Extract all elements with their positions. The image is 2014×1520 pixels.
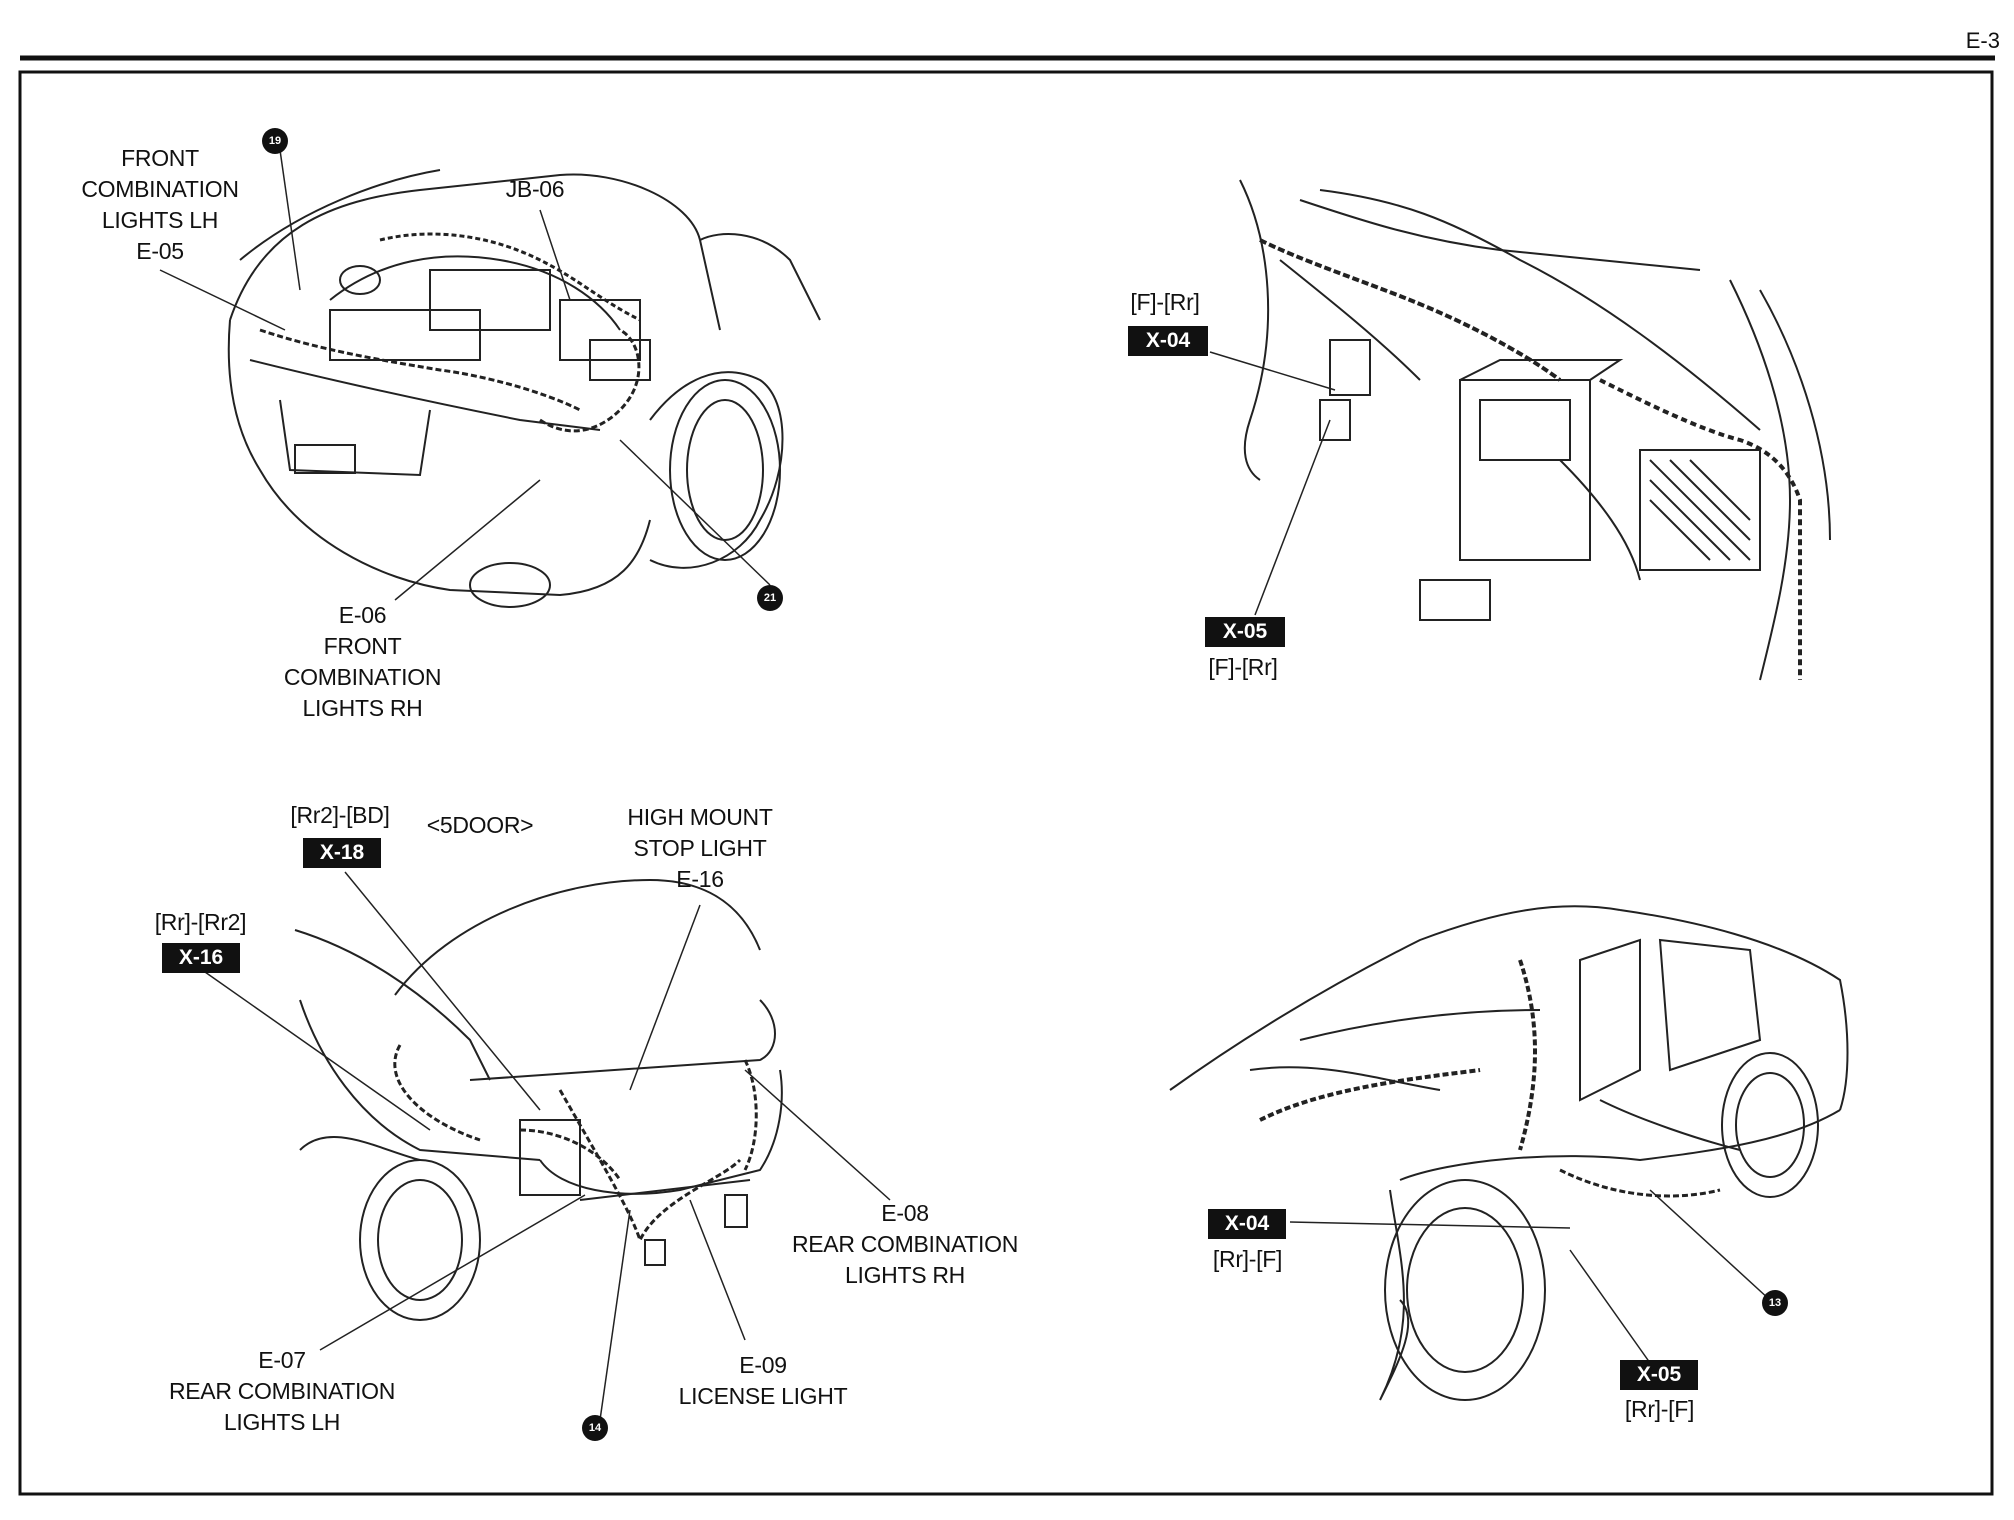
high-mount-line-3: E-16 [676,866,724,892]
rear-trunk-drawing [294,878,783,1321]
front-rh-line-1: E-06 [338,602,387,628]
front-engine-bay-drawing [227,169,821,608]
license-line-2: LICENSE LIGHT [678,1383,848,1409]
x18-connector-box: X-18 [303,838,381,868]
front-lh-line-4: E-05 [136,238,184,264]
high-mount-line-2: STOP LIGHT [633,835,767,861]
body-harness-drawing [1169,905,1849,1401]
body-x04-code-label: [Rr]-[F] [1212,1246,1283,1272]
front-combination-lights-rh-label: E-06 FRONT COMBINATION LIGHTS RH [275,600,450,724]
ground-point-21: 21 [757,585,783,611]
front-combination-lights-lh-label: FRONT COMBINATION LIGHTS LH E-05 [75,143,245,267]
ground-point-14: 14 [582,1415,608,1441]
rear-rh-line-3: LIGHTS RH [845,1262,965,1288]
front-lh-line-1: FRONT [121,145,199,171]
ground-point-19: 19 [262,128,288,154]
dash-x05-connector-box: X-05 [1205,617,1285,647]
license-light-label: E-09 LICENSE LIGHT [668,1350,858,1412]
dash-harness-drawing [1239,179,1831,681]
page-number: E-3 [1965,28,2000,53]
dash-x04-code-label: [F]-[Rr] [1130,289,1200,315]
front-leader-lines [159,149,771,601]
front-rh-line-4: LIGHTS RH [302,695,423,721]
rear-leader-lines [204,871,891,1421]
five-door-note: <5DOOR> [426,812,534,838]
dash-leader-lines [1209,351,1336,616]
diagram-frame [18,70,1994,1496]
rear-rh-line-1: E-08 [881,1200,929,1226]
rear-combination-lights-lh-label: E-07 REAR COMBINATION LIGHTS LH [162,1345,402,1438]
rear-rh-line-2: REAR COMBINATION [791,1231,1019,1257]
dash-x05-code-label: [F]-[Rr] [1208,654,1278,680]
x18-code-label: [Rr2]-[BD] [290,802,390,828]
body-x05-connector-box: X-05 [1620,1360,1698,1390]
high-mount-line-1: HIGH MOUNT [627,804,773,830]
high-mount-stop-light-label: HIGH MOUNT STOP LIGHT E-16 [615,802,785,895]
front-lh-line-2: COMBINATION [81,176,239,202]
rear-combination-lights-rh-label: E-08 REAR COMBINATION LIGHTS RH [785,1198,1025,1291]
rear-lh-line-1: E-07 [258,1347,306,1373]
rear-lh-line-3: LIGHTS LH [223,1409,341,1435]
dash-x04-connector-box: X-04 [1128,326,1208,356]
front-rh-line-3: COMBINATION [283,664,442,690]
jb-06-label: JB-06 [505,176,565,202]
license-line-1: E-09 [739,1352,787,1378]
rear-lh-line-2: REAR COMBINATION [168,1378,396,1404]
body-leader-lines [1289,1189,1771,1371]
front-lh-line-3: LIGHTS LH [101,207,219,233]
body-x05-code-label: [Rr]-[F] [1624,1396,1695,1422]
body-x04-connector-box: X-04 [1208,1209,1286,1239]
ground-point-13: 13 [1762,1290,1788,1316]
x16-code-label: [Rr]-[Rr2] [154,909,247,935]
x16-connector-box: X-16 [162,943,240,973]
front-rh-line-2: FRONT [323,633,402,659]
